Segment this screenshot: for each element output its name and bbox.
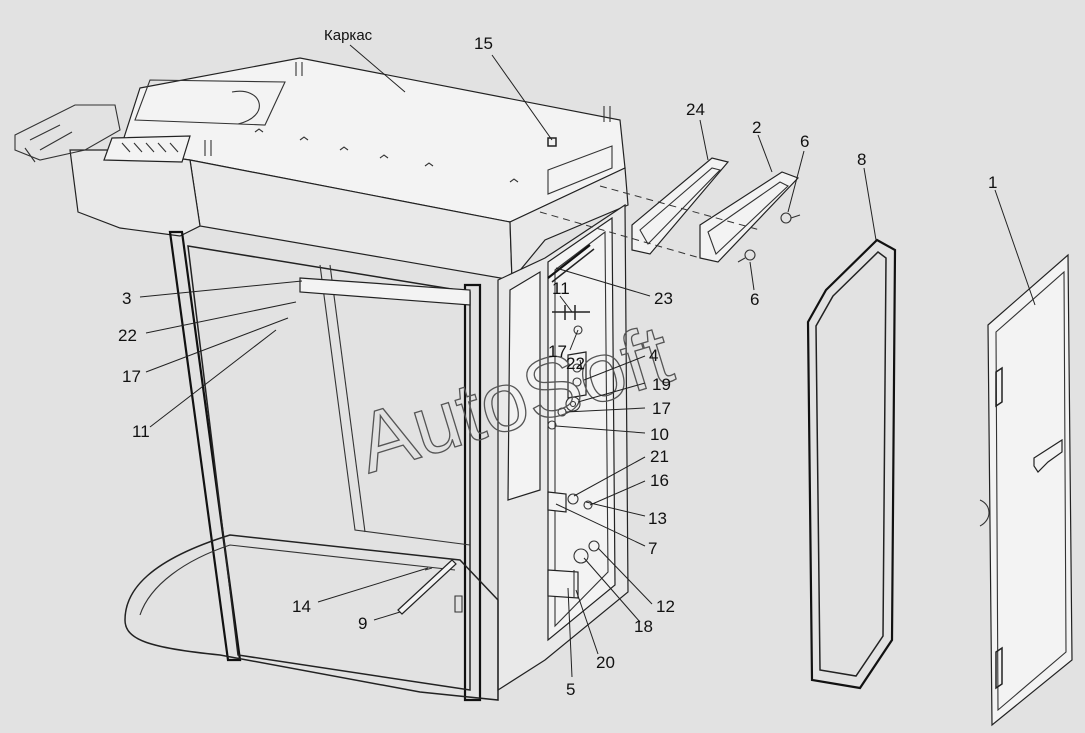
label-part-6b: 6 <box>750 290 759 309</box>
label-part-17a: 17 <box>122 367 141 386</box>
label-part-3: 3 <box>122 289 131 308</box>
label-part-18: 18 <box>634 617 653 636</box>
part-labels: Каркас 15 24 2 6 8 1 6 3 22 17 11 11 23 … <box>118 27 997 699</box>
label-part-14: 14 <box>292 597 311 616</box>
label-part-12: 12 <box>656 597 675 616</box>
label-part-9: 9 <box>358 614 367 633</box>
label-part-4: 4 <box>649 346 658 365</box>
label-part-11b: 11 <box>552 279 570 298</box>
door-hardware <box>547 244 600 599</box>
label-part-7: 7 <box>648 539 657 558</box>
label-part-15: 15 <box>474 34 493 53</box>
label-part-24: 24 <box>686 100 705 119</box>
label-part-22b: 22 <box>566 354 585 373</box>
label-part-1: 1 <box>988 173 997 192</box>
label-part-21: 21 <box>650 447 669 466</box>
label-part-22a: 22 <box>118 326 137 345</box>
label-part-13: 13 <box>648 509 667 528</box>
label-part-2: 2 <box>752 118 761 137</box>
label-part-20: 20 <box>596 653 615 672</box>
label-part-8: 8 <box>857 150 866 169</box>
door-panel <box>979 253 1073 727</box>
label-part-19: 19 <box>652 375 671 394</box>
leader-lines <box>139 44 1036 678</box>
label-part-17b: 17 <box>548 342 567 361</box>
label-part-11a: 11 <box>132 422 150 441</box>
grille-frames <box>539 157 801 263</box>
label-part-16: 16 <box>650 471 669 490</box>
label-frame: Каркас <box>324 27 373 44</box>
label-part-10: 10 <box>650 425 669 444</box>
label-part-6a: 6 <box>800 132 809 151</box>
cab-frame <box>14 57 629 702</box>
label-part-17c: 17 <box>652 399 671 418</box>
label-part-23: 23 <box>654 289 673 308</box>
door-seal <box>806 238 897 690</box>
label-part-5: 5 <box>566 680 575 699</box>
